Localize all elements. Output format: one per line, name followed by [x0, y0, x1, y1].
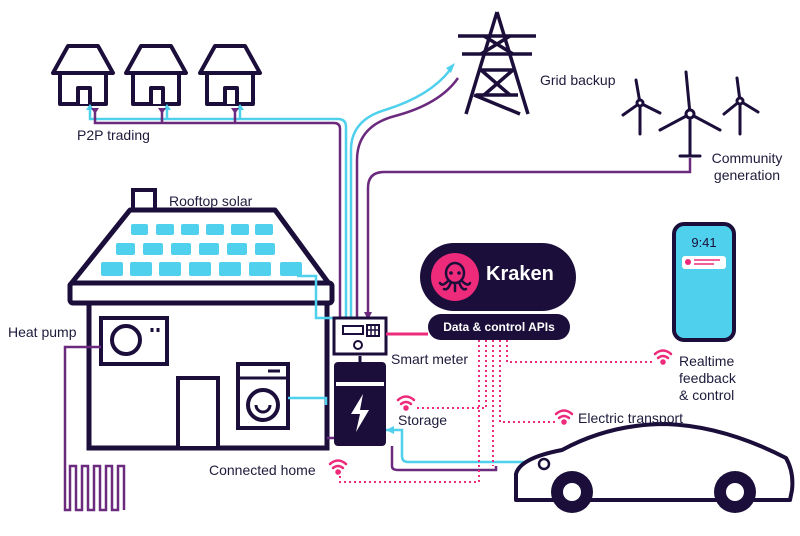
- wifi-icon-home: [328, 459, 348, 475]
- data-lines: [339, 340, 652, 483]
- label-smart-meter: Smart meter: [391, 351, 469, 367]
- label-grid-backup: Grid backup: [540, 72, 616, 88]
- wifi-icon-realtime: [653, 349, 673, 365]
- label-rooftop-solar: Rooftop solar: [169, 193, 253, 209]
- data-control-apis: Data & control APIs: [428, 314, 570, 340]
- electric-car-icon: [514, 422, 795, 513]
- label-storage: Storage: [398, 412, 448, 428]
- washing-machine-icon: [236, 362, 290, 430]
- kraken-logo-icon: [431, 253, 479, 301]
- label-electric-transport: Electric transport: [578, 410, 684, 426]
- grid-pylon-icon: [458, 11, 536, 116]
- smart-meter-icon: [332, 316, 388, 356]
- wifi-icon-transport: [554, 409, 574, 425]
- door-icon: [176, 376, 220, 450]
- kraken-name: Kraken: [486, 263, 554, 285]
- wind-turbine-icon: [621, 70, 760, 158]
- phone-time: 9:41: [691, 235, 717, 250]
- p2p-house-1: [51, 44, 115, 106]
- solar-panels-icon: [101, 224, 302, 276]
- label-p2p-trading: P2P trading: [77, 127, 150, 143]
- kraken-platform: Kraken: [420, 243, 576, 311]
- phone-icon: [672, 222, 736, 342]
- storage-battery-icon: [334, 362, 386, 446]
- heat-pump-icon: [99, 316, 169, 366]
- p2p-house-2: [124, 44, 188, 106]
- label-connected-home: Connected home: [209, 462, 316, 478]
- p2p-house-3: [198, 44, 262, 106]
- p2p-arrows: [86, 104, 244, 114]
- underfloor-heating-icon: [63, 345, 126, 512]
- wifi-icon-storage: [396, 395, 416, 411]
- label-heat-pump: Heat pump: [8, 324, 77, 340]
